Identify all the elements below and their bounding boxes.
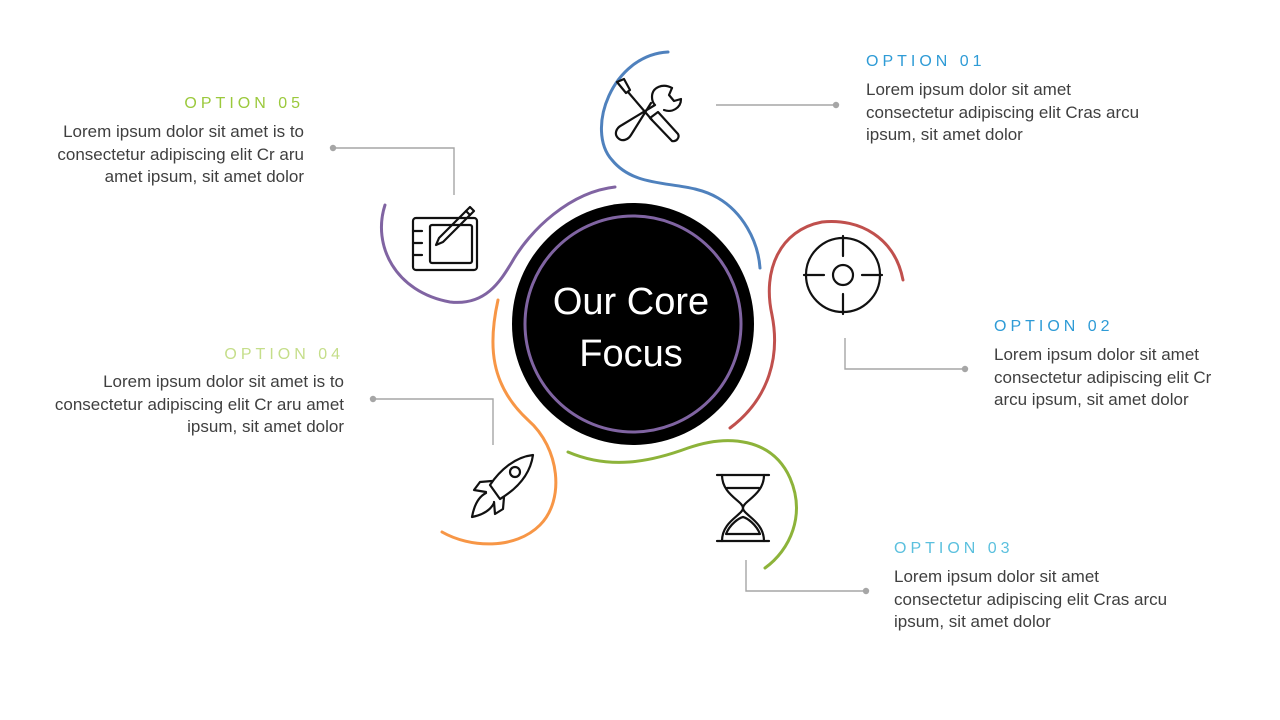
option-03-connector	[745, 560, 866, 592]
option-03-connector-dot	[862, 587, 870, 595]
option-05-text: Lorem ipsum dolor sit amet is to consect…	[57, 122, 304, 186]
option-05-arc	[380, 185, 617, 304]
option-03-text: Lorem ipsum dolor sit amet consectetur a…	[894, 567, 1168, 631]
option-01-connector-dot	[832, 101, 840, 109]
option-04-connector	[373, 398, 494, 445]
option-01-text: Lorem ipsum dolor sit amet consectetur a…	[866, 80, 1140, 144]
option-04-text: Lorem ipsum dolor sit amet is to consect…	[54, 372, 344, 436]
option-02-connector	[844, 338, 965, 370]
option-04-title: OPTION 04	[224, 346, 344, 363]
option-04-arc	[440, 298, 558, 546]
option-01-title: OPTION 01	[866, 53, 986, 70]
center-circle	[512, 203, 754, 445]
wrench-screwdriver-icon	[614, 77, 683, 143]
option-05-title: OPTION 05	[184, 95, 304, 112]
option-04-connector-dot	[369, 395, 377, 403]
option-02-arc	[728, 220, 905, 430]
option-01-arc	[599, 50, 762, 270]
hourglass-icon	[715, 473, 771, 543]
crosshair-icon	[802, 234, 884, 316]
option-03-arc	[566, 439, 798, 570]
option-02-connector-dot	[961, 365, 969, 373]
option-05-connector-dot	[329, 144, 337, 152]
rocket-icon	[470, 453, 535, 519]
connector-lines	[333, 104, 965, 592]
center-inner-ring	[523, 214, 743, 434]
option-05-connector	[333, 147, 455, 195]
drawing-tablet-icon	[411, 205, 479, 272]
option-03-title: OPTION 03	[894, 540, 1014, 557]
option-02-title: OPTION 02	[994, 318, 1114, 335]
option-02-text: Lorem ipsum dolor sit amet consectetur a…	[994, 345, 1212, 409]
center-title: Our Core Focus	[552, 281, 710, 375]
connector-dots	[329, 101, 969, 595]
